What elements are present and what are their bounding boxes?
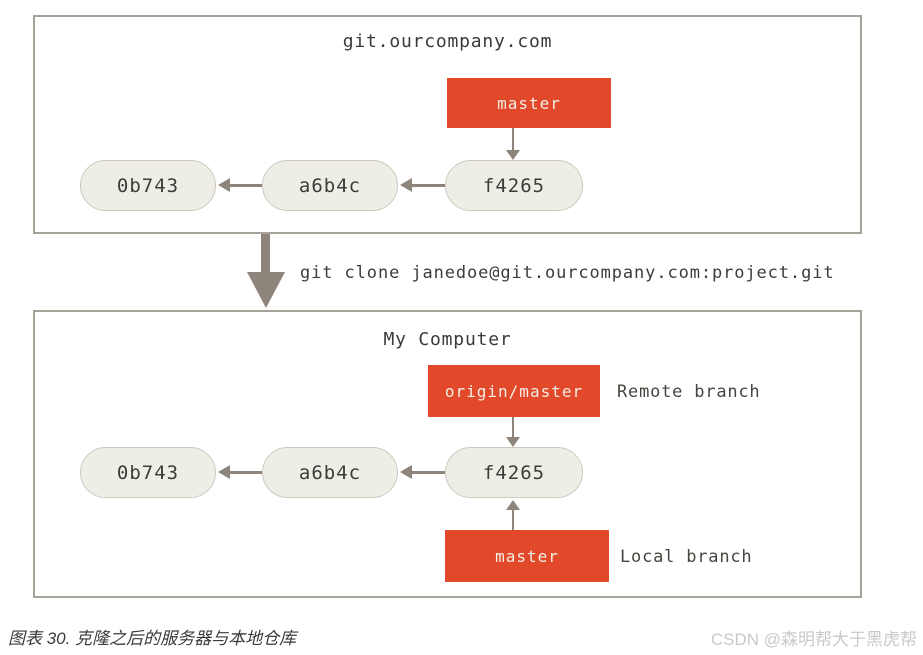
commit-node: a6b4c: [262, 447, 398, 498]
commit-label: 0b743: [116, 174, 180, 197]
arrow-up-icon: [506, 500, 520, 510]
clone-command: git clone janedoe@git.ourcompany.com:pro…: [300, 263, 835, 283]
arrow-left-icon: [400, 465, 412, 479]
branch-box-master-local: master: [445, 530, 609, 582]
branch-label: master: [495, 546, 559, 566]
clone-arrow-icon: [261, 234, 270, 274]
arrow-down-icon: [506, 437, 520, 447]
branch-box-master-server: master: [447, 78, 611, 128]
arrow-left-icon: [410, 471, 445, 474]
arrow-left-icon: [218, 465, 230, 479]
commit-node: 0b743: [80, 160, 216, 211]
arrow-left-icon: [410, 184, 445, 187]
local-branch-label: Local branch: [620, 547, 753, 567]
arrow-down-icon: [512, 128, 514, 151]
commit-label: f4265: [482, 174, 546, 197]
arrow-left-icon: [218, 178, 230, 192]
figure-caption: 图表 30. 克隆之后的服务器与本地仓库: [8, 629, 297, 648]
arrow-left-icon: [400, 178, 412, 192]
computer-title: My Computer: [383, 329, 512, 350]
arrow-down-icon: [512, 417, 514, 438]
arrow-down-icon: [506, 150, 520, 160]
remote-branch-label: Remote branch: [617, 382, 761, 402]
commit-label: a6b4c: [298, 461, 362, 484]
commit-label: f4265: [482, 461, 546, 484]
commit-node: 0b743: [80, 447, 216, 498]
commit-node: a6b4c: [262, 160, 398, 211]
branch-box-origin-master: origin/master: [428, 365, 600, 417]
commit-node: f4265: [445, 160, 583, 211]
arrow-up-icon: [512, 509, 514, 530]
commit-node: f4265: [445, 447, 583, 498]
branch-label: master: [497, 93, 561, 113]
watermark: CSDN @森明帮大于黑虎帮: [710, 630, 917, 649]
commit-label: 0b743: [116, 461, 180, 484]
commit-label: a6b4c: [298, 174, 362, 197]
arrow-left-icon: [228, 184, 262, 187]
server-title: git.ourcompany.com: [342, 31, 553, 52]
arrow-left-icon: [228, 471, 262, 474]
branch-label: origin/master: [444, 381, 584, 401]
clone-arrow-icon: [247, 272, 285, 308]
